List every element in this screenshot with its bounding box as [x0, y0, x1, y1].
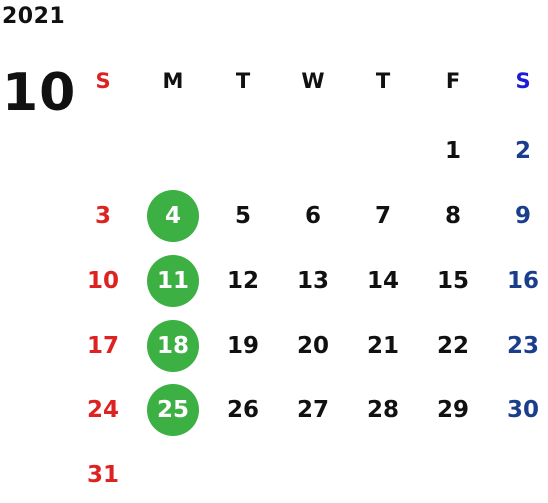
weekday-header-wed: W — [301, 68, 325, 93]
day-27: 27 — [296, 396, 329, 423]
day-20: 20 — [296, 332, 329, 359]
calendar-month: 10 — [2, 63, 77, 123]
day-29: 29 — [436, 396, 469, 423]
weekday-header-tue: T — [235, 68, 251, 93]
highlighted-day-11: 11 — [147, 255, 199, 307]
day-14: 14 — [366, 267, 399, 294]
day-26: 26 — [226, 396, 259, 423]
day-16: 16 — [506, 267, 539, 294]
day-13: 13 — [296, 267, 329, 294]
day-2: 2 — [514, 137, 531, 164]
day-30: 30 — [506, 396, 539, 423]
day-6: 6 — [304, 202, 321, 229]
day-28: 28 — [366, 396, 399, 423]
day-22: 22 — [436, 332, 469, 359]
day-31: 31 — [86, 461, 119, 488]
weekday-header-thu: T — [375, 68, 391, 93]
day-12: 12 — [226, 267, 259, 294]
day-24: 24 — [86, 396, 119, 423]
day-23: 23 — [506, 332, 539, 359]
weekday-header-fri: F — [445, 68, 461, 93]
day-1: 1 — [444, 137, 461, 164]
day-8: 8 — [444, 202, 461, 229]
day-21: 21 — [366, 332, 399, 359]
highlighted-day-18: 18 — [147, 320, 199, 372]
day-5: 5 — [234, 202, 251, 229]
weekday-header-sun: S — [95, 68, 111, 93]
calendar-year: 2021 — [2, 4, 66, 29]
day-3: 3 — [94, 202, 111, 229]
day-7: 7 — [374, 202, 391, 229]
day-17: 17 — [86, 332, 119, 359]
day-10: 10 — [86, 267, 119, 294]
day-19: 19 — [226, 332, 259, 359]
weekday-header-mon: M — [162, 68, 184, 93]
day-9: 9 — [514, 202, 531, 229]
highlighted-day-4: 4 — [147, 190, 199, 242]
highlighted-day-25: 25 — [147, 384, 199, 436]
day-15: 15 — [436, 267, 469, 294]
weekday-header-sat: S — [515, 68, 531, 93]
